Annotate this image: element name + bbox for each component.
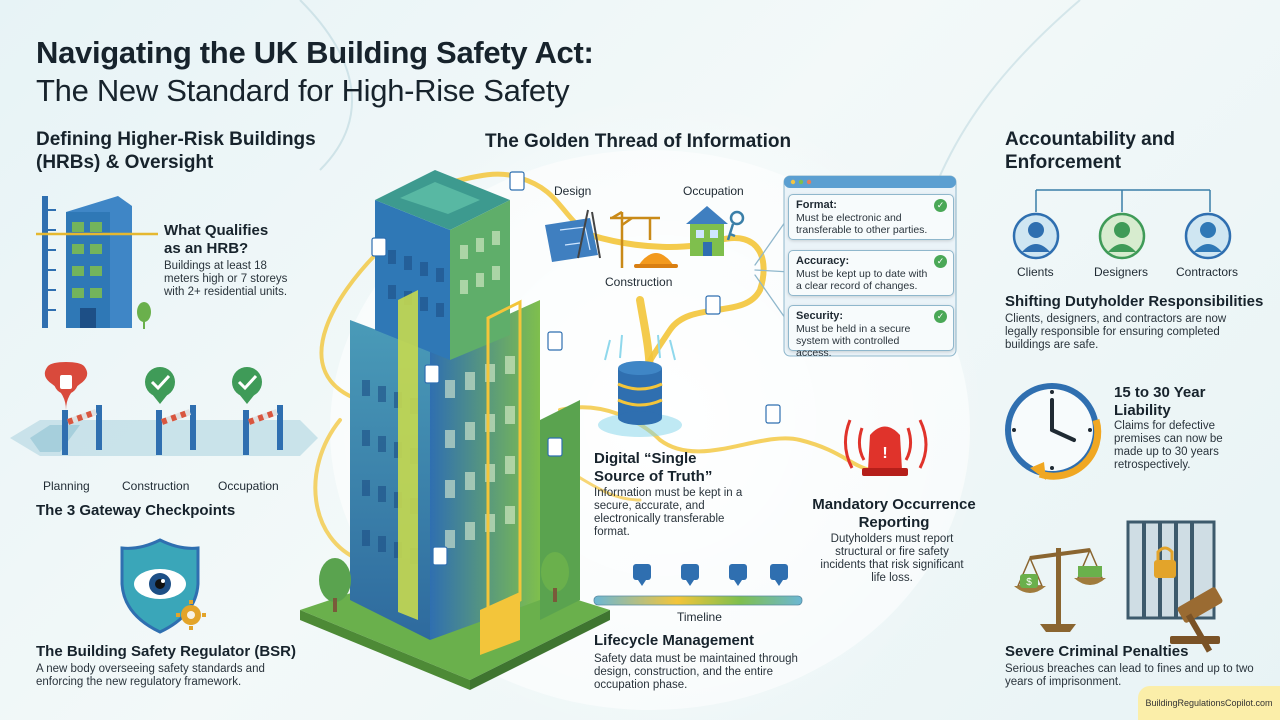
- lifecycle-heading: Lifecycle Management: [594, 632, 755, 649]
- person-icons: [1012, 212, 1232, 260]
- lifecycle-text: Safety data must be maintained through d…: [594, 653, 798, 691]
- stage-construction-label: Construction: [605, 275, 673, 289]
- role-label-designers: Designers: [1094, 265, 1149, 279]
- info-card-format: Format: ✓ Must be electronic and transfe…: [788, 194, 954, 240]
- penalties-heading: Severe Criminal Penalties: [1005, 643, 1189, 660]
- gateway-label-construction: Construction: [122, 479, 190, 493]
- alarm-beacon-icon: !: [844, 419, 928, 476]
- duty-text: Clients, designers, and contractors are …: [1005, 313, 1227, 351]
- timeline-label: Timeline: [677, 610, 722, 624]
- info-card-title: Security:: [796, 310, 844, 322]
- role-label-clients: Clients: [1017, 265, 1054, 279]
- info-card-accuracy: Accuracy: ✓ Must be kept up to date with…: [788, 250, 954, 296]
- page-title-line2: The New Standard for High-Rise Safety: [36, 73, 570, 108]
- gateway-checkpoints-graphic: [10, 362, 318, 456]
- gateway-label-planning: Planning: [43, 479, 90, 493]
- document-icons: [371, 171, 781, 566]
- database-icon: [598, 334, 682, 437]
- scales-of-justice-icon: $: [1014, 548, 1106, 632]
- hard-hat-icon: [634, 253, 678, 268]
- gate-occupation: [232, 367, 283, 455]
- gate-construction: [145, 367, 196, 455]
- truth-text: Information must be kept in a secure, ac…: [594, 487, 743, 538]
- golden-thread: [313, 171, 872, 622]
- clock-icon: [1005, 383, 1102, 480]
- bsr-text: A new body overseeing safety standards a…: [36, 663, 265, 688]
- hrb-heading: What Qualifies as an HRB?: [164, 222, 269, 257]
- info-card-title: Accuracy:: [796, 255, 850, 267]
- mor-heading: Mandatory Occurrence Reporting: [812, 496, 976, 531]
- svg-text:!: !: [882, 445, 887, 462]
- duty-heading: Shifting Dutyholder Responsibilities: [1005, 293, 1264, 310]
- checkmark-icon: ✓: [934, 199, 947, 212]
- page-title-line1: Navigating the UK Building Safety Act:: [36, 35, 594, 70]
- golden-thread-heading: The Golden Thread of Information: [485, 131, 792, 152]
- stage-occupation-label: Occupation: [683, 184, 744, 198]
- role-label-contractors: Contractors: [1176, 265, 1239, 279]
- gavel-icon: [1170, 587, 1223, 653]
- crane-icon: [610, 210, 660, 268]
- regulator-shield-icon: [120, 538, 206, 634]
- checkmark-icon: ✓: [934, 255, 947, 268]
- info-card-title: Format:: [796, 199, 837, 211]
- left-section-heading: Defining Higher-Risk Buildings (HRBs) & …: [36, 129, 316, 173]
- house-key-icon: [686, 206, 745, 256]
- info-card-text: Must be electronic and transferable to o…: [796, 212, 928, 236]
- bsr-heading: The Building Safety Regulator (BSR): [36, 643, 297, 660]
- blueprint-icon: [545, 209, 601, 262]
- info-card-text: Must be held in a secure system with con…: [796, 323, 911, 359]
- right-section-heading: Accountability and Enforcement: [1005, 129, 1175, 173]
- site-watermark: BuildingRegulationsCopilot.com: [1138, 686, 1280, 720]
- info-card-text: Must be kept up to date with a clear rec…: [796, 268, 928, 292]
- gateway-label-occupation: Occupation: [218, 479, 279, 493]
- truth-heading: Digital “Single Source of Truth”: [594, 450, 713, 485]
- hrb-text: Buildings at least 18 meters high or 7 s…: [164, 260, 288, 298]
- checkmark-icon: ✓: [934, 310, 947, 323]
- mor-text: Dutyholders must report structural or fi…: [820, 533, 964, 584]
- timeline-graphic: [593, 564, 803, 606]
- building-height-icon: [36, 196, 158, 329]
- liability-heading: 15 to 30 Year Liability: [1114, 384, 1206, 419]
- org-chart-graphic: [1035, 189, 1211, 212]
- page-title: Navigating the UK Building Safety Act: T…: [36, 34, 594, 110]
- liability-text: Claims for defective premises can now be…: [1114, 420, 1223, 471]
- gate-planning: [44, 362, 102, 455]
- gateway-heading: The 3 Gateway Checkpoints: [36, 502, 236, 519]
- info-card-security: Security: ✓ Must be held in a secure sys…: [788, 305, 954, 359]
- penalties-text: Serious breaches can lead to fines and u…: [1005, 663, 1254, 688]
- stage-design-label: Design: [554, 184, 592, 198]
- high-rise-tower: [300, 170, 610, 690]
- svg-text:$: $: [1026, 577, 1032, 588]
